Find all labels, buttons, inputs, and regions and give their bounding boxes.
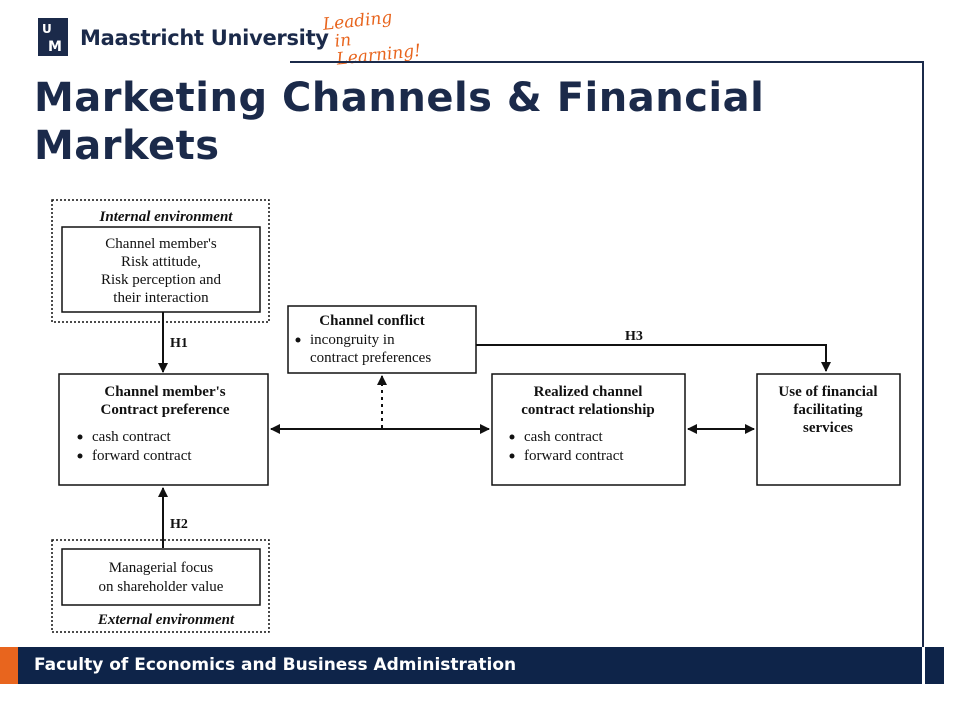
svg-text:U: U <box>42 22 52 36</box>
contract-preference-title: Channel member's <box>104 384 225 400</box>
right-rule <box>922 61 924 651</box>
internal-env-line: Channel member's <box>105 236 217 252</box>
internal-env-line: Risk perception and <box>101 272 221 288</box>
h3-arrow <box>476 344 831 372</box>
channel-conflict-box <box>287 305 477 374</box>
financial-services-box <box>756 373 901 486</box>
realized-relationship-box <box>491 373 686 486</box>
realized-relationship-title: Realized channel <box>534 384 643 400</box>
financial-services-title: services <box>803 420 853 436</box>
footer-separator <box>922 647 925 684</box>
channel-conflict-line: contract preferences <box>310 350 431 366</box>
external-env-label: External environment <box>97 612 235 628</box>
bullet-icon <box>509 453 515 459</box>
bullet-icon <box>77 453 83 459</box>
internal-env-line: Risk attitude, <box>121 254 201 270</box>
channel-conflict-title: Channel conflict <box>319 313 424 329</box>
channel-conflict-line: incongruity in <box>310 332 395 348</box>
internal-env-inner <box>61 226 261 313</box>
realized-relationship-bullet: forward contract <box>524 448 624 464</box>
internal-env-line: their interaction <box>113 290 209 306</box>
slide-title: Marketing Channels & Financial Markets <box>34 75 765 169</box>
h1-label: H1 <box>170 336 188 351</box>
university-logo: U M Maastricht University Leading in Lea… <box>38 8 422 70</box>
contract-preference-box <box>58 373 269 486</box>
realized-relationship-bullet: cash contract <box>524 429 604 445</box>
contract-preference-bullet: forward contract <box>92 448 192 464</box>
external-env-inner <box>61 548 261 606</box>
contract-preference-title: Contract preference <box>101 402 230 418</box>
bullet-icon <box>295 337 301 343</box>
internal-env-outer <box>51 199 270 323</box>
h2-label: H2 <box>170 517 188 532</box>
university-name: Maastricht University <box>80 26 329 50</box>
footer-accent <box>0 647 18 684</box>
um-logo-icon: U M <box>38 18 68 56</box>
header-rule <box>290 61 924 63</box>
external-env-outer <box>51 539 270 633</box>
financial-services-title: facilitating <box>793 402 863 418</box>
footer-text: Faculty of Economics and Business Admini… <box>34 655 517 675</box>
financial-services-title: Use of financial <box>778 384 877 400</box>
bullet-icon <box>77 434 83 440</box>
realized-relationship-title: contract relationship <box>521 402 654 418</box>
svg-text:M: M <box>48 39 62 55</box>
contract-preference-bullet: cash contract <box>92 429 172 445</box>
footer-bar: Faculty of Economics and Business Admini… <box>0 647 944 684</box>
external-env-line: Managerial focus <box>109 560 214 576</box>
bullet-icon <box>509 434 515 440</box>
external-env-line: on shareholder value <box>99 579 224 595</box>
h3-label: H3 <box>625 329 643 344</box>
internal-env-label: Internal environment <box>99 209 234 225</box>
